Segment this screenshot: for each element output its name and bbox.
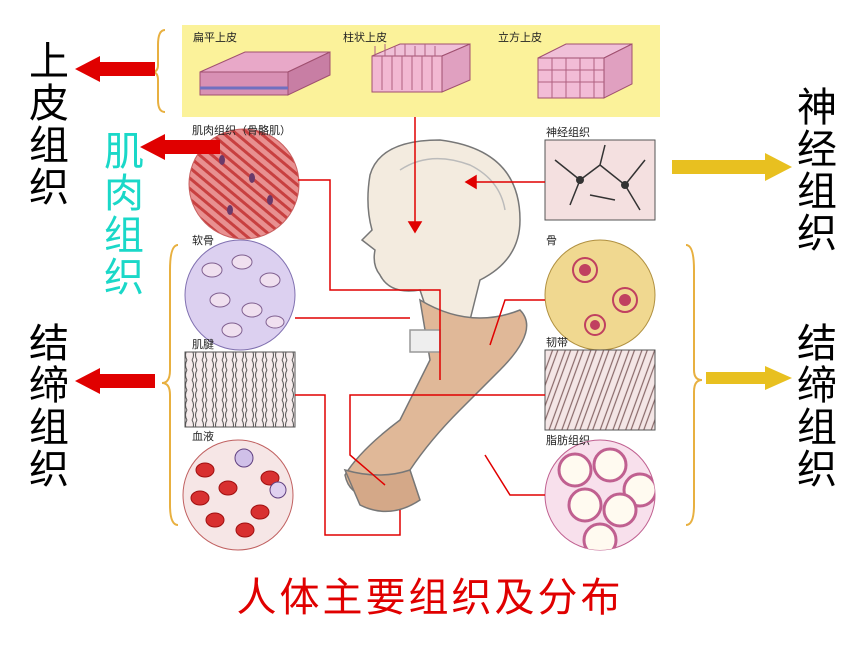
human-figure: [343, 139, 528, 513]
label-connective-tissue-right: 结缔组织: [790, 322, 836, 490]
arrow-connective-left: [75, 368, 155, 394]
label-connective-tissue-left: 结缔组织: [22, 322, 68, 490]
arrow-connective-right: [706, 366, 792, 390]
label-epithelial-tissue: 上皮组织: [22, 40, 68, 208]
label-squamous: 扁平上皮: [193, 31, 237, 44]
label-cuboidal: 立方上皮: [498, 31, 542, 44]
ligament-image: [544, 349, 656, 431]
muscle-tissue-image: [188, 128, 300, 240]
label-tendon: 肌腱: [192, 338, 214, 351]
columnar-epithelium-image: [371, 43, 471, 93]
label-columnar: 柱状上皮: [343, 31, 387, 44]
label-muscle-skeletal: 肌肉组织（骨骼肌）: [192, 124, 291, 137]
label-ligament: 韧带: [546, 336, 568, 349]
squamous-epithelium-image: [199, 51, 331, 96]
nerve-tissue-image: [544, 139, 656, 221]
arrow-epithelial: [75, 56, 155, 82]
label-fat: 脂肪组织: [546, 434, 590, 447]
label-nerve: 神经组织: [546, 126, 590, 139]
arrow-nervous: [672, 153, 792, 181]
tendon-image: [184, 351, 296, 428]
label-cartilage: 软骨: [192, 234, 214, 247]
cuboidal-epithelium-image: [537, 43, 633, 99]
connective-brace-left: [161, 244, 179, 526]
label-blood: 血液: [192, 430, 214, 443]
arrow-muscle: [140, 134, 220, 160]
label-muscle-tissue: 肌肉组织: [97, 130, 143, 298]
connector-lines: [295, 117, 545, 536]
label-nervous-tissue: 神经组织: [790, 86, 836, 254]
diagram-title: 人体主要组织及分布: [236, 575, 624, 621]
connective-brace-right: [685, 244, 703, 526]
label-bone: 骨: [546, 234, 557, 247]
